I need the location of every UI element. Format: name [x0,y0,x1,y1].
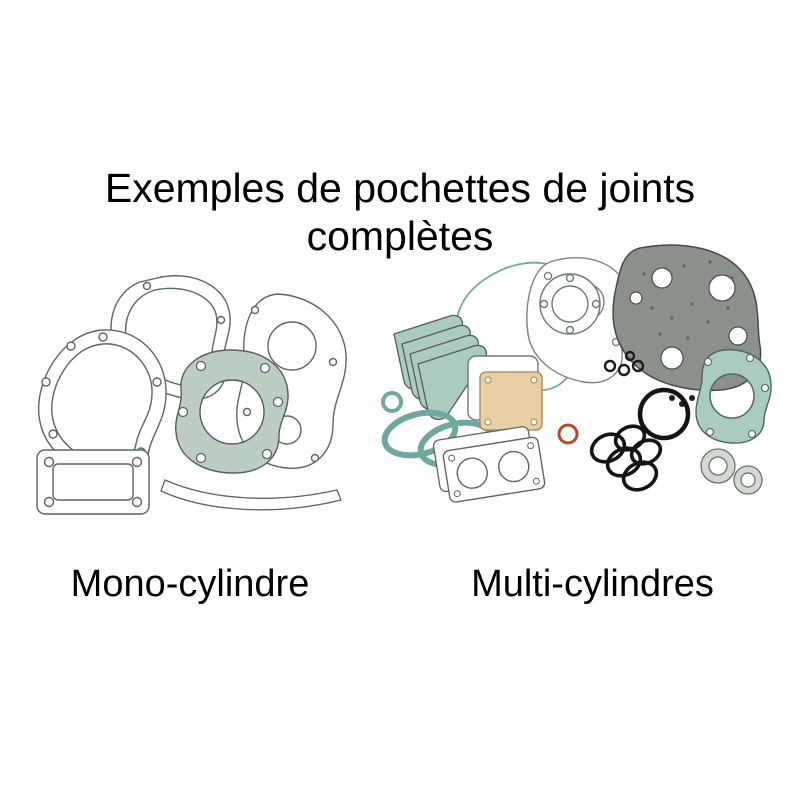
multi-cylinder-figure [372,238,784,528]
mono-cylinder-label: Mono-cylindre [70,563,310,605]
reed-block-rectangular-gasket [36,449,150,515]
page-title-line2: complètes [306,212,494,259]
teal-head-gasket-right [695,349,772,444]
page-title: Exemples de pochettes de joints complète… [0,165,800,259]
small-black-orings-row [603,350,645,377]
orange-oring [557,423,579,445]
black-oring-cluster [589,424,663,492]
cylinder-head-gasket-sage [175,349,289,474]
base-strip-gasket [160,479,342,511]
round-cover-gasket-with-holes [539,273,601,335]
mono-cylinder-gasket-illustration [36,275,347,515]
multi-cylinder-label: Multi-cylindres [471,563,714,605]
page-title-line1: Exemples de pochettes de joints [104,165,696,212]
small-teal-oring [381,391,403,413]
mono-cylinder-figure [15,262,365,542]
gray-exhaust-gaskets [700,448,763,495]
large-black-oring [637,387,691,441]
valve-seal-dots [669,395,695,407]
tan-paper-gasket [479,371,543,431]
multi-cylinder-gasket-illustration [381,244,772,503]
reed-gasket-stack [393,314,488,421]
cylinder-base-gaskets [432,426,546,503]
